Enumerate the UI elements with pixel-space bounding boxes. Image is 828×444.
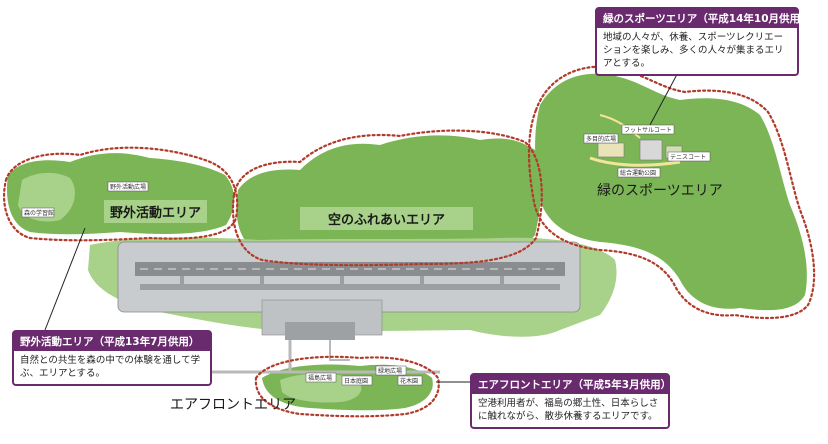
area-label-front: エアフロントエリア [170, 397, 296, 413]
facility-green-plaza: 緑地広場 [378, 367, 402, 375]
facility-labels-outdoor: 野外活動広場 森の学習館 [21, 181, 149, 218]
callout-green-sports: 緑のスポーツエリア（平成14年10月供用） 地域の人々が、休養、スポーツレクリエ… [595, 7, 811, 76]
callout-leader-outdoor [44, 227, 86, 331]
facility-multipurpose: 多目的広場 [586, 135, 616, 143]
callout-green-text: 地域の人々が、休養、スポーツレクリエーションを楽しみ、多くの人々が集まるエリアと… [603, 32, 784, 69]
facility-outdoor-plaza: 野外活動広場 [110, 183, 146, 191]
facility-japanese-garden: 日本庭園 [344, 377, 368, 385]
callout-green-title: 緑のスポーツエリア（平成14年10月供用） [597, 9, 811, 28]
facility-sports-park: 総合運動公園 [620, 169, 656, 177]
air-front-area-boundary [254, 355, 440, 418]
callout-front-text: 空港利用者が、福島の郷土性、日本らしさに触れながら、散歩休養するエリアです。 [478, 398, 659, 422]
callout-outdoor: 野外活動エリア（平成13年7月供用） 自然との共生を森の中での体験を通して学ぶ、… [12, 330, 212, 386]
area-label-outdoor: 野外活動エリア [104, 200, 208, 223]
area-label-green: 緑のスポーツエリア [597, 183, 723, 199]
facility-flower-garden: 花木園 [400, 377, 418, 385]
sports-facilities [589, 114, 683, 167]
area-label-sky: 空のふれあいエリア [300, 207, 474, 230]
outdoor-area-boundary [2, 146, 239, 242]
green-sports-area-forest [535, 73, 807, 311]
facility-labels-green: フットサルコート テニスコート 多目的広場 総合運動公園 [583, 124, 711, 178]
facility-forest-hall: 森の学習館 [24, 209, 54, 217]
terminal-building [285, 322, 355, 340]
airport-facility [117, 241, 581, 374]
facility-labels-front: 福島広場 日本庭園 緑地広場 花木園 [305, 365, 423, 386]
facility-fukushima-plaza: 福島広場 [308, 374, 332, 382]
sky-area-boundary [231, 129, 543, 267]
air-front-area-meadow [280, 373, 362, 403]
callout-air-front: エアフロントエリア（平成5年3月供用） 空港利用者が、福島の郷土性、日本らしさに… [470, 373, 671, 429]
callout-outdoor-text: 自然との共生を森の中での体験を通して学ぶ、エリアとする。 [20, 355, 201, 379]
callout-front-title: エアフロントエリア（平成5年3月供用） [472, 375, 671, 394]
green-area-boundary [527, 65, 816, 320]
callout-outdoor-title: 野外活動エリア（平成13年7月供用） [14, 332, 210, 351]
facility-tennis: テニスコート [670, 154, 706, 161]
facility-futsal: フットサルコート [624, 127, 672, 134]
